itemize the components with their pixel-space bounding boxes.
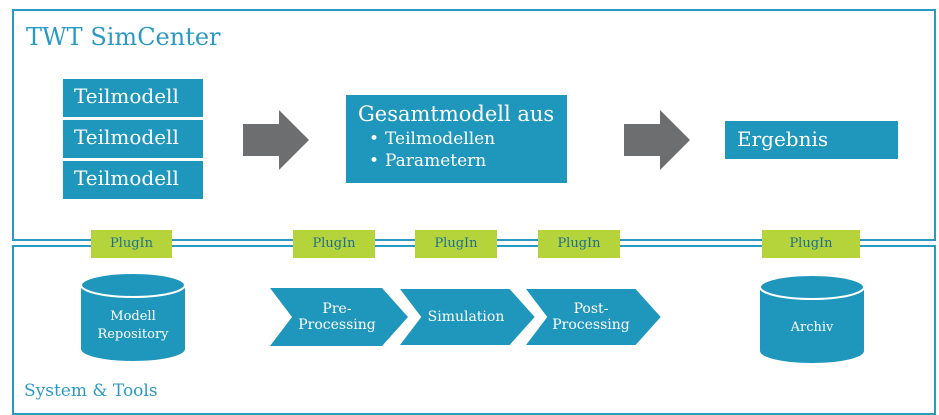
repository-label-line1: Modell bbox=[110, 309, 156, 324]
gesamtmodell-box: Gesamtmodell aus •Teilmodellen •Paramete… bbox=[346, 95, 567, 183]
postprocessing-step: Post- Processing bbox=[524, 288, 662, 346]
right-arrow-icon bbox=[624, 110, 690, 170]
teilmodell-box-3: Teilmodell bbox=[63, 161, 203, 199]
bullet-icon: • bbox=[369, 129, 380, 149]
repository-label: Modell Repository bbox=[80, 308, 186, 344]
simcenter-title: TWT SimCenter bbox=[26, 23, 221, 51]
list-item: •Teilmodellen bbox=[358, 128, 567, 150]
repository-database-icon: Modell Repository bbox=[80, 272, 186, 362]
gesamtmodell-title: Gesamtmodell aus bbox=[358, 102, 555, 126]
bullet-icon: • bbox=[369, 151, 380, 171]
postprocessing-label-line2: Processing bbox=[552, 317, 630, 333]
teilmodell-box-2: Teilmodell bbox=[63, 120, 203, 158]
plugin-badge: PlugIn bbox=[415, 230, 497, 258]
preprocessing-label-line1: Pre- bbox=[322, 301, 352, 317]
archiv-database-icon: Archiv bbox=[759, 274, 865, 364]
repository-label-line2: Repository bbox=[97, 327, 169, 342]
teilmodell-box-1: Teilmodell bbox=[63, 79, 203, 117]
gesamtmodell-list: •Teilmodellen •Parametern bbox=[358, 128, 567, 172]
plugin-badge: PlugIn bbox=[293, 230, 375, 258]
list-item: •Parametern bbox=[358, 150, 567, 172]
preprocessing-label-line2: Processing bbox=[298, 317, 376, 333]
system-tools-title: System & Tools bbox=[24, 381, 158, 401]
preprocessing-label: Pre- Processing bbox=[292, 288, 382, 346]
plugin-badge: PlugIn bbox=[538, 230, 620, 258]
archiv-label: Archiv bbox=[790, 320, 834, 335]
simulation-step: Simulation bbox=[398, 288, 536, 346]
right-arrow-icon bbox=[243, 110, 309, 170]
postprocessing-label: Post- Processing bbox=[546, 288, 636, 346]
postprocessing-label-line1: Post- bbox=[573, 301, 609, 317]
simulation-label: Simulation bbox=[416, 288, 516, 346]
plugin-badge: PlugIn bbox=[91, 230, 172, 258]
list-item-label: Teilmodellen bbox=[385, 129, 496, 149]
preprocessing-step: Pre- Processing bbox=[270, 288, 408, 346]
ergebnis-box: Ergebnis bbox=[725, 121, 898, 159]
list-item-label: Parametern bbox=[385, 151, 487, 171]
simulation-label-line1: Simulation bbox=[427, 309, 505, 325]
plugin-badge: PlugIn bbox=[762, 230, 860, 258]
